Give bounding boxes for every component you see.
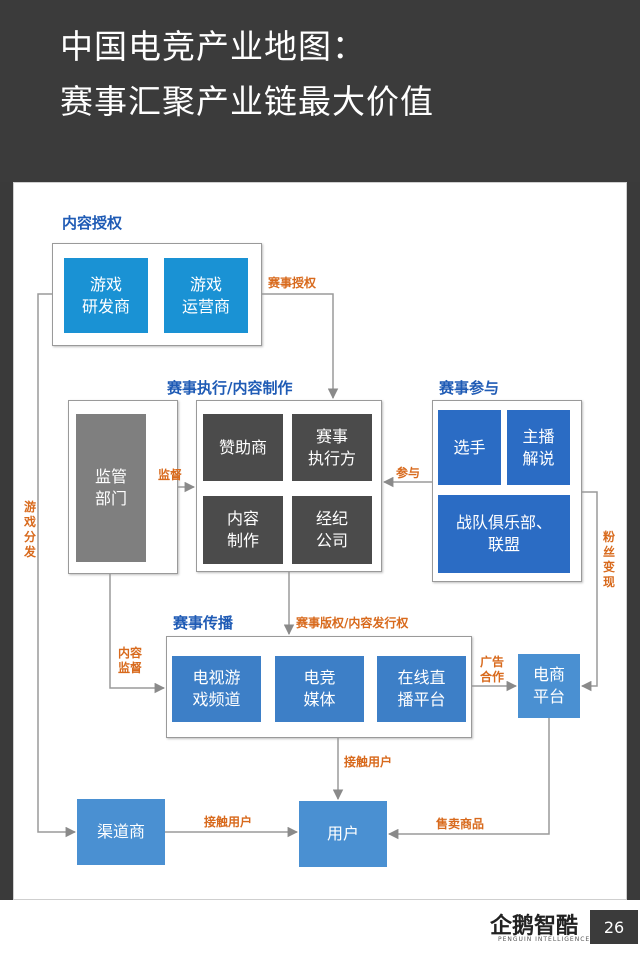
label-supervise: 监督	[158, 468, 183, 482]
label-event-license: 赛事授权	[268, 276, 317, 290]
section-execution: 赛事执行/内容制作	[167, 379, 293, 397]
label-participate: 参与	[396, 466, 421, 480]
label-fan-monetize: 粉丝变现	[603, 530, 616, 589]
label-game-distribution: 游戏分发	[24, 500, 37, 559]
player-box: 选手	[438, 410, 501, 485]
club-league-box: 战队俱乐部、 联盟	[438, 495, 570, 573]
tv-channel-box: 电视游 戏频道	[172, 656, 261, 722]
section-broadcast: 赛事传播	[173, 614, 234, 632]
agency-box: 经纪 公司	[292, 496, 372, 564]
label-reach-user-1: 接触用户	[344, 755, 393, 769]
channel-box: 渠道商	[77, 799, 165, 865]
label-copyright: 赛事版权/内容发行权	[296, 616, 409, 630]
content-production-box: 内容 制作	[203, 496, 283, 564]
title-line-1: 中国电竞产业地图：	[60, 27, 366, 66]
header: 中国电竞产业地图： 赛事汇聚产业链最大价值	[0, 0, 640, 182]
game-operator-box: 游戏 运营商	[164, 258, 248, 333]
live-platform-box: 在线直 播平台	[377, 656, 466, 722]
footer	[0, 900, 640, 960]
arrow-sell-goods	[387, 718, 550, 840]
event-executor-box: 赛事 执行方	[292, 414, 372, 481]
sponsor-box: 赞助商	[203, 414, 283, 481]
arrow-fan-monetize	[580, 491, 598, 692]
label-reach-user-2: 接触用户	[204, 815, 253, 829]
title-line-2: 赛事汇聚产业链最大价值	[60, 82, 434, 121]
arrow-content-supervise	[109, 574, 166, 694]
arrow-game-distribution	[37, 293, 77, 838]
section-content-license: 内容授权	[62, 214, 123, 232]
arrow-license-to-execution	[262, 293, 339, 400]
esports-media-box: 电竞 媒体	[275, 656, 364, 722]
label-content-supervise: 内容监督	[118, 646, 143, 675]
regulator-box: 监管 部门	[76, 414, 146, 562]
game-developer-box: 游戏 研发商	[64, 258, 148, 333]
streamer-box: 主播 解说	[507, 410, 570, 485]
label-sell-goods: 售卖商品	[436, 817, 485, 831]
ecommerce-box: 电商 平台	[518, 654, 580, 718]
logo-subtitle: PENGUIN INTELLIGENCE	[498, 936, 591, 943]
user-box: 用户	[299, 801, 387, 867]
label-ad-coop: 广告合作	[480, 655, 505, 684]
logo: 企鹅智酷	[490, 914, 579, 939]
section-participation: 赛事参与	[439, 379, 500, 397]
page-number: 26	[590, 910, 638, 944]
